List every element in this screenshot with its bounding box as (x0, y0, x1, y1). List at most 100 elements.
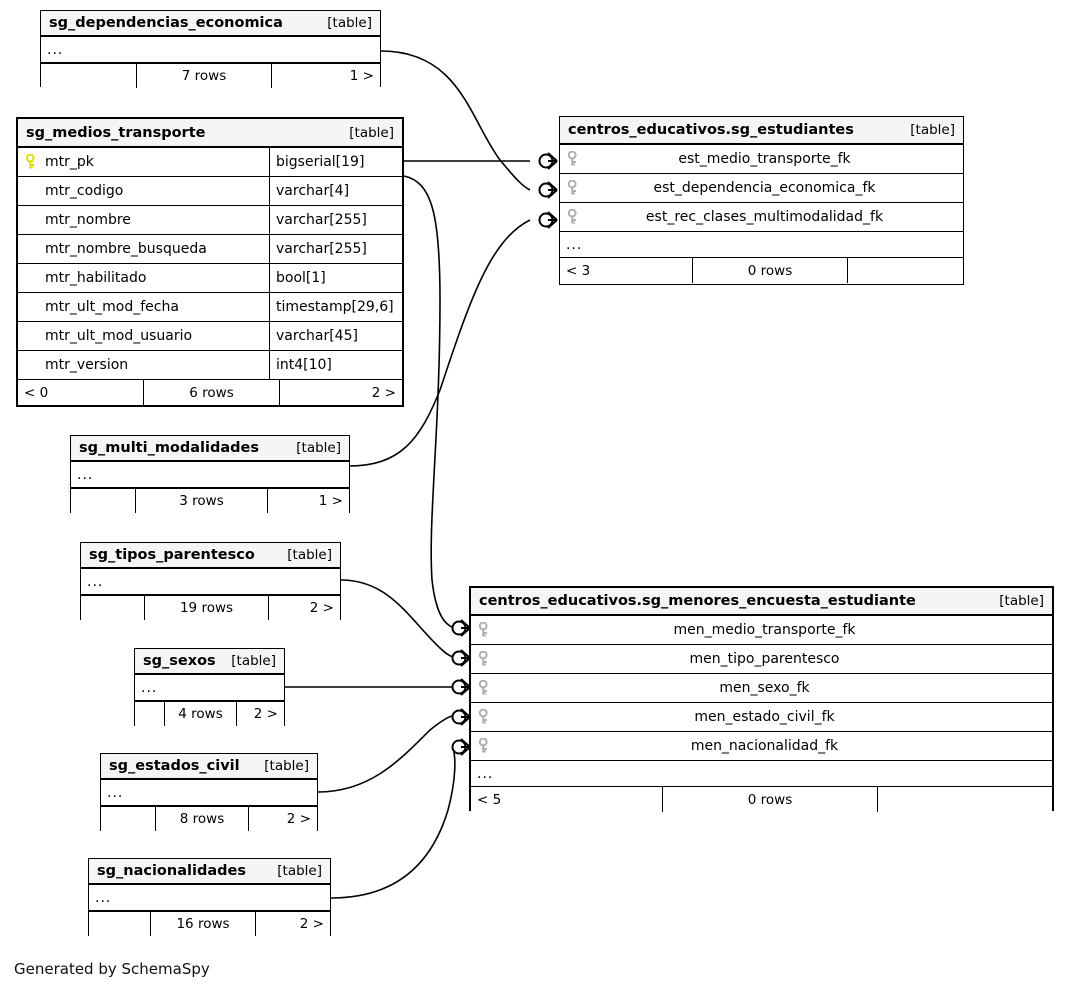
footer-parents: < 5 (471, 787, 663, 812)
table-title: sg_estados_civil (109, 758, 240, 774)
table-type-tag: [table] (264, 758, 309, 774)
column-name: men_nacionalidad_fk (690, 738, 839, 754)
table-row[interactable]: est_dependencia_economica_fk (560, 174, 963, 203)
table-centros-educativos-sg-estudiantes[interactable]: centros_educativos.sg_estudiantes [table… (559, 116, 964, 285)
table-row[interactable]: men_tipo_parentesco (471, 645, 1052, 674)
table-footer: < 0 6 rows 2 > (18, 380, 402, 405)
column-name: men_sexo_fk (719, 680, 810, 696)
table-type-tag: [table] (231, 653, 276, 669)
table-sg-multi-modalidades[interactable]: sg_multi_modalidades [table] ... 3 rows … (70, 435, 350, 513)
table-type-tag: [table] (277, 863, 322, 879)
column-name: est_dependencia_economica_fk (653, 180, 876, 196)
table-row[interactable]: mtr_pk bigserial[19] (18, 148, 402, 177)
column-type: bigserial[19] (269, 148, 402, 176)
table-sg-estados-civil[interactable]: sg_estados_civil [table] ... 8 rows 2 > (100, 753, 318, 831)
table-footer: 7 rows 1 > (41, 63, 380, 88)
footer-parents (101, 807, 156, 831)
footer-parents (81, 596, 145, 620)
columns-ellipsis: ... (81, 569, 340, 595)
footer-rowcount: 0 rows (663, 787, 878, 812)
footer-parents: < 0 (18, 380, 144, 405)
table-row[interactable]: mtr_nombre_busqueda varchar[255] (18, 235, 402, 264)
footer-parents (89, 912, 151, 936)
table-row[interactable]: est_medio_transporte_fk (560, 145, 963, 174)
footer-rowcount: 16 rows (151, 912, 256, 936)
table-row[interactable]: men_medio_transporte_fk (471, 616, 1052, 645)
table-title: sg_sexos (143, 653, 216, 669)
footer-children: 2 > (299, 916, 324, 932)
table-row[interactable]: mtr_habilitado bool[1] (18, 264, 402, 293)
table-row[interactable]: men_nacionalidad_fk (471, 732, 1052, 761)
table-title: sg_medios_transporte (26, 124, 206, 141)
footer-children (848, 258, 963, 283)
table-header: sg_estados_civil [table] (101, 754, 317, 780)
footer-children: 1 > (349, 68, 374, 84)
table-row[interactable]: men_sexo_fk (471, 674, 1052, 703)
primary-key-icon (25, 154, 39, 170)
table-footer: < 5 0 rows (471, 787, 1052, 812)
table-row[interactable]: mtr_ult_mod_fecha timestamp[29,6] (18, 293, 402, 322)
column-name: mtr_ult_mod_fecha (45, 299, 179, 315)
column-name: est_medio_transporte_fk (678, 151, 851, 167)
table-row[interactable]: mtr_version int4[10] (18, 351, 402, 380)
table-footer: 3 rows 1 > (71, 488, 349, 513)
footer-children: 2 > (371, 384, 396, 401)
column-type: varchar[255] (269, 206, 402, 234)
footer-parents (135, 702, 165, 726)
column-type: varchar[45] (269, 322, 402, 350)
footer-rowcount: 19 rows (145, 596, 269, 620)
table-sg-sexos[interactable]: sg_sexos [table] ... 4 rows 2 > (134, 648, 285, 726)
columns-ellipsis: ... (560, 232, 963, 258)
column-name: men_tipo_parentesco (689, 651, 840, 667)
table-type-tag: [table] (349, 124, 394, 141)
column-name: mtr_codigo (45, 183, 124, 199)
table-footer: 8 rows 2 > (101, 806, 317, 831)
table-type-tag: [table] (287, 547, 332, 563)
table-type-tag: [table] (296, 440, 341, 456)
table-title: sg_multi_modalidades (79, 440, 259, 456)
table-row[interactable]: mtr_codigo varchar[4] (18, 177, 402, 206)
table-header: centros_educativos.sg_estudiantes [table… (560, 117, 963, 145)
footer-children: 2 > (253, 706, 278, 722)
table-row[interactable]: mtr_ult_mod_usuario varchar[45] (18, 322, 402, 351)
foreign-key-icon (478, 708, 492, 725)
footer-parents: < 3 (560, 258, 693, 283)
foreign-key-icon (478, 737, 492, 754)
table-sg-nacionalidades[interactable]: sg_nacionalidades [table] ... 16 rows 2 … (88, 858, 331, 936)
foreign-key-icon (478, 621, 492, 638)
table-sg-dependencias-economica[interactable]: sg_dependencias_economica [table] ... 7 … (40, 10, 381, 88)
edge-medios-menores (403, 175, 453, 628)
columns-ellipsis: ... (89, 885, 330, 911)
column-cell: mtr_ult_mod_fecha (18, 299, 269, 315)
column-cell: mtr_ult_mod_usuario (18, 328, 269, 344)
table-centros-educativos-sg-menores-encuesta-estudiante[interactable]: centros_educativos.sg_menores_encuesta_e… (469, 586, 1054, 812)
footer-parents (71, 489, 136, 513)
column-type: int4[10] (269, 351, 402, 379)
edge-parentesco-menores (340, 579, 454, 658)
footer-rowcount: 3 rows (136, 489, 268, 513)
column-name: men_medio_transporte_fk (673, 622, 856, 638)
table-row[interactable]: est_rec_clases_multimodalidad_fk (560, 203, 963, 232)
column-type: timestamp[29,6] (269, 293, 402, 321)
table-footer: < 3 0 rows (560, 258, 963, 283)
table-header: sg_medios_transporte [table] (18, 119, 402, 148)
column-type: varchar[255] (269, 235, 402, 263)
footer-rowcount: 0 rows (693, 258, 848, 283)
table-footer: 4 rows 2 > (135, 701, 284, 726)
table-header: sg_dependencias_economica [table] (41, 11, 380, 37)
table-sg-medios-transporte[interactable]: sg_medios_transporte [table] mtr_pk bigs… (16, 117, 404, 407)
table-title: sg_tipos_parentesco (89, 547, 255, 563)
column-name: mtr_ult_mod_usuario (45, 328, 193, 344)
footer-rowcount: 6 rows (144, 380, 280, 405)
footer-children (878, 787, 1052, 812)
table-header: sg_multi_modalidades [table] (71, 436, 349, 462)
table-footer: 19 rows 2 > (81, 595, 340, 620)
table-sg-tipos-parentesco[interactable]: sg_tipos_parentesco [table] ... 19 rows … (80, 542, 341, 620)
column-name: mtr_habilitado (45, 270, 147, 286)
table-row[interactable]: men_estado_civil_fk (471, 703, 1052, 732)
table-row[interactable]: mtr_nombre varchar[255] (18, 206, 402, 235)
columns-ellipsis: ... (71, 462, 349, 488)
foreign-key-icon (567, 208, 581, 225)
table-title: centros_educativos.sg_menores_encuesta_e… (479, 593, 916, 609)
